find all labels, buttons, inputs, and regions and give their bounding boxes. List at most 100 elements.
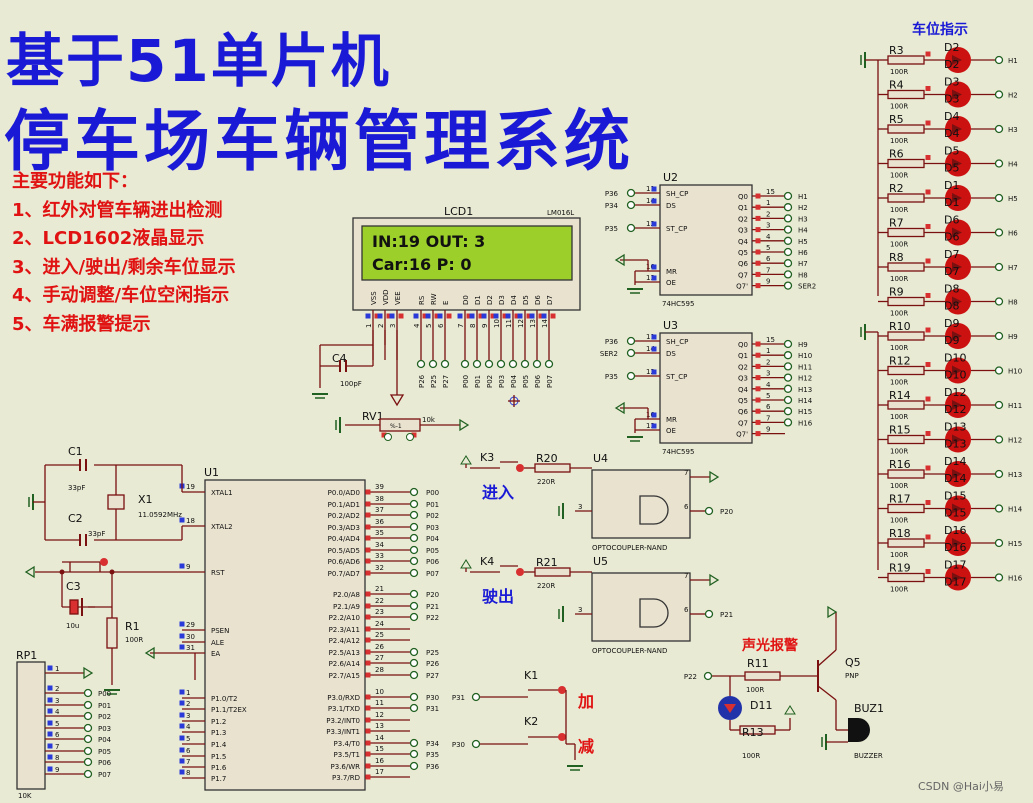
pin-marker (425, 313, 431, 319)
u1-net-label: P07 (426, 570, 439, 578)
terminal (783, 418, 793, 427)
register-pin-number: 14 (646, 197, 655, 205)
pin-marker (755, 408, 761, 414)
switch-contact (516, 464, 524, 472)
u1-net-label: P27 (426, 672, 439, 680)
register-net-label: H1 (798, 193, 808, 201)
u1-pin-number: 15 (375, 745, 384, 753)
rp1-pin-number: 2 (55, 685, 59, 693)
pin-marker (365, 763, 371, 769)
terminal (994, 573, 1004, 582)
u1-pin-number: 9 (186, 563, 190, 571)
terminal (783, 362, 793, 371)
terminal (994, 504, 1004, 513)
switch-contact (516, 568, 524, 576)
pin-marker (925, 86, 931, 91)
register-pin-name: OE (666, 279, 676, 287)
led-ref: D5 (944, 162, 959, 175)
u1-pin-name: P1.3 (211, 729, 226, 737)
u1-pin-name: P2.0/A8 (333, 591, 360, 599)
led-resistor-value: 100R (890, 241, 908, 249)
parking-led (952, 55, 962, 65)
mcu-u1 (204, 479, 366, 791)
optocoupler-ref: U4 (593, 452, 608, 465)
switch-contact (558, 686, 566, 694)
rp1-pin-number: 9 (55, 766, 59, 774)
pin-marker (517, 313, 523, 319)
register-pin-number: 3 (766, 370, 770, 378)
register-pin-number: 1 (766, 199, 770, 207)
power-arrow (614, 401, 625, 415)
parking-led (952, 262, 962, 272)
u1-pin-number: 8 (186, 769, 190, 777)
led-resistor-value: 100R (890, 172, 908, 180)
terminal (626, 336, 636, 346)
register-pin-name: Q4 (738, 386, 749, 394)
terminal (409, 738, 419, 748)
pin-marker (179, 700, 185, 706)
led-net-label: H16 (1008, 575, 1023, 583)
register-pin-number: 13 (646, 422, 655, 430)
terminal (783, 384, 793, 393)
terminal (440, 359, 450, 369)
terminal (994, 55, 1004, 65)
terminal (460, 359, 470, 369)
optocoupler-pin-number: 6 (684, 606, 689, 614)
pin-marker (925, 189, 931, 195)
u1-pin-name: P3.3/INT1 (326, 728, 360, 736)
register-pin-number: 5 (766, 244, 770, 252)
pin-marker (365, 728, 371, 734)
pin-marker (365, 558, 371, 564)
register-pin-name: OE (666, 427, 676, 435)
pin-marker (47, 697, 53, 703)
terminal (409, 658, 419, 668)
power-arrow (784, 705, 796, 715)
u1-net-label: P34 (426, 740, 440, 748)
lcd-pin-name: D5 (522, 295, 530, 305)
register-pin-name: MR (666, 416, 677, 424)
alarm-net-label: P22 (684, 673, 697, 681)
u1-pin-number: 12 (375, 711, 384, 719)
shift-register-ref: U2 (663, 171, 678, 184)
q5-value: PNP (845, 672, 859, 680)
pin-marker (493, 313, 499, 319)
pin-marker (179, 735, 185, 741)
terminal (783, 407, 793, 416)
led-net-label: H12 (1008, 437, 1022, 445)
pin-marker (755, 363, 761, 369)
terminal (409, 692, 419, 702)
led-net-label: H6 (1008, 230, 1018, 238)
u1-pin-name: P1.7 (211, 775, 226, 783)
pin-marker (365, 774, 371, 780)
led-resistor-value: 100R (890, 103, 908, 111)
led-net-label: H8 (1008, 299, 1018, 307)
optocoupler-pin-number: 7 (684, 469, 688, 477)
terminal (471, 692, 481, 702)
rp1-pin-number: 8 (55, 754, 59, 762)
led-resistor-value: 100R (890, 482, 908, 490)
pin-marker (179, 517, 185, 523)
k2-net-label: P30 (452, 741, 465, 749)
register-net-label: H3 (798, 215, 808, 223)
register-pin-name: Q1 (738, 352, 748, 360)
led-ref: D8 (944, 300, 959, 313)
c1-value: 33pF (68, 484, 85, 492)
resistor-r11 (744, 671, 781, 681)
terminal (994, 331, 1004, 341)
optocoupler-pin-number: 3 (578, 606, 582, 614)
pin-marker (514, 313, 520, 319)
lcd-pin-number: 9 (481, 324, 489, 328)
u1-pin-number: 22 (375, 597, 384, 605)
pin-marker (925, 327, 931, 333)
u1-pin-number: 3 (186, 712, 190, 720)
register-pin-name: Q0 (738, 193, 748, 201)
pin-marker (365, 313, 371, 319)
wiper-arrow (389, 394, 405, 407)
terminal (532, 359, 542, 369)
led-resistor-ref: R12 (889, 355, 911, 368)
led-ref: D7 (944, 265, 959, 278)
u1-pin-name: PSEN (211, 627, 229, 635)
register-net-label: H10 (798, 352, 812, 360)
register-pin-number: 2 (766, 210, 770, 218)
